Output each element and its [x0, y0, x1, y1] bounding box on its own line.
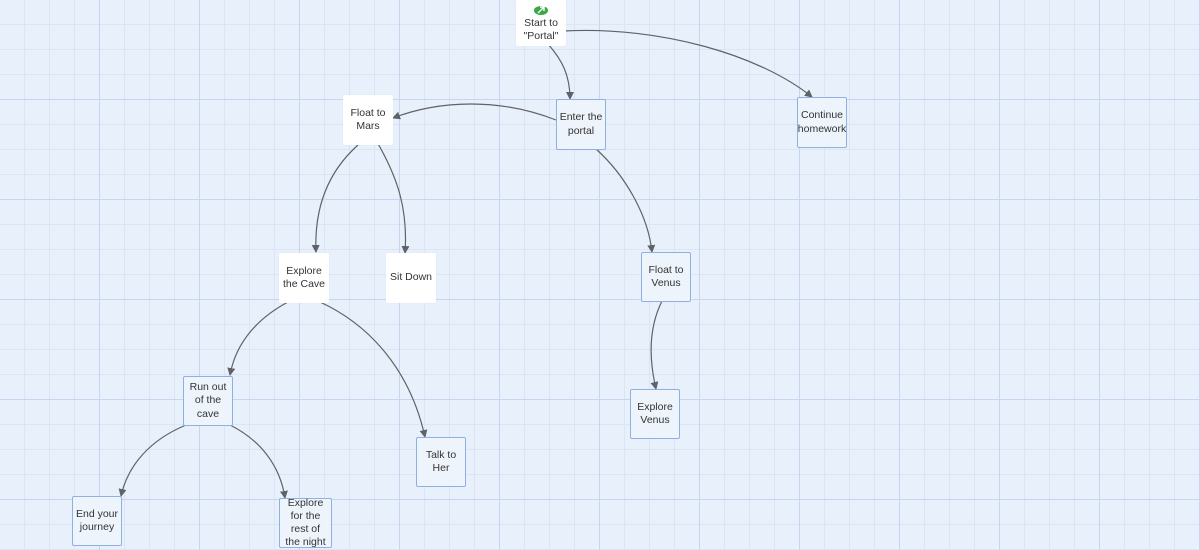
node-continue-homework[interactable]: Continue homework	[797, 97, 847, 148]
node-start[interactable]: Start to "Portal"	[516, 0, 566, 46]
node-label: Enter the portal	[559, 111, 603, 137]
node-float-venus[interactable]: Float to Venus	[641, 252, 691, 302]
node-explore-cave[interactable]: Explore the Cave	[279, 253, 329, 303]
edge-start-to-enter-portal	[547, 43, 574, 100]
edge-start-to-continue-homework	[563, 29, 813, 98]
edge-explore-cave-to-run-out	[227, 301, 289, 376]
node-enter-portal[interactable]: Enter the portal	[556, 99, 606, 150]
edge-float-mars-sit-down	[370, 133, 410, 254]
edge-run-out-to-explore-night	[229, 424, 288, 499]
node-label: Float to Venus	[648, 263, 684, 289]
node-label: Start to "Portal"	[523, 16, 559, 42]
node-label: Explore Venus	[637, 400, 673, 426]
node-float-mars[interactable]: Float to Mars	[343, 95, 393, 145]
edge-float-mars-to-explore-cave	[311, 144, 359, 253]
node-end-journey[interactable]: End your journey	[72, 496, 122, 546]
node-label: Float to Mars	[350, 106, 386, 132]
node-run-out[interactable]: Run out of the cave	[183, 376, 233, 426]
edge-enter-portal-float-venus	[588, 141, 656, 253]
node-explore-night[interactable]: Explore for the rest of the night	[279, 496, 332, 549]
node-label: End your journey	[75, 507, 119, 533]
node-label: Explore the Cave	[282, 264, 326, 290]
node-label: Continue homework	[797, 109, 847, 135]
node-label: Sit Down	[389, 271, 432, 284]
edge-enter-portal-to-float-mars	[392, 103, 557, 121]
node-sit-down[interactable]: Sit Down	[386, 253, 436, 303]
node-label: Run out of the cave	[189, 381, 227, 420]
start-flag-icon	[534, 6, 548, 15]
edge-float-venus-to-explore-venus	[650, 300, 663, 390]
node-label: Explore for the rest of the night	[285, 496, 326, 549]
edge-run-out-to-end-journey	[118, 424, 187, 497]
node-explore-venus[interactable]: Explore Venus	[630, 389, 680, 439]
node-talk-her[interactable]: Talk to Her	[416, 437, 466, 487]
edge-explore-cave-to-talk-her	[319, 301, 428, 438]
node-label: Talk to Her	[425, 448, 457, 474]
